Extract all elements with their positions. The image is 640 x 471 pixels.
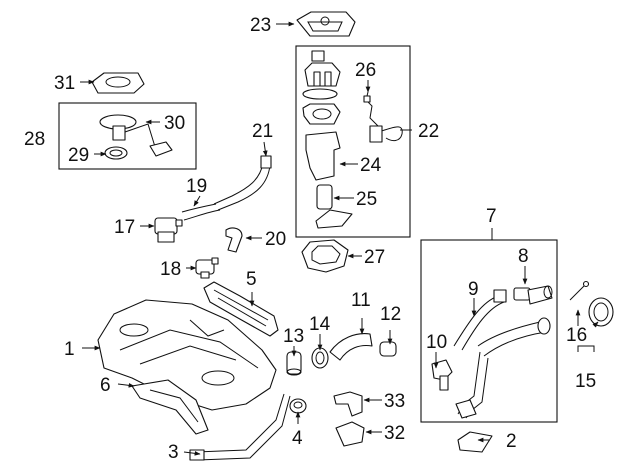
callout-labels: 1 2 3 4 5 6 7 8 9 10 11 12 13 14 15 16 1… xyxy=(24,15,596,463)
part-23-cover xyxy=(296,11,356,37)
part-2-pad xyxy=(457,431,493,453)
part-18-valve xyxy=(195,257,219,279)
callout-1: 1 xyxy=(64,339,75,360)
group-box-28 xyxy=(58,102,197,170)
part-11-hose xyxy=(329,333,373,361)
callout-5: 5 xyxy=(246,269,257,290)
part-14-clamp xyxy=(311,347,329,369)
callout-22: 22 xyxy=(418,121,439,142)
callout-25: 25 xyxy=(356,189,377,210)
part-22-pump-module xyxy=(302,50,353,229)
part-32-module xyxy=(335,421,365,447)
part-6-shield xyxy=(131,379,209,435)
callout-20: 20 xyxy=(265,229,286,250)
callout-19: 19 xyxy=(186,176,207,197)
part-1-tank xyxy=(97,299,277,411)
leader-lines xyxy=(80,21,599,456)
part-21-vent-pipe xyxy=(213,155,272,211)
group-box-22 xyxy=(295,45,411,238)
part-16-tether xyxy=(569,280,590,301)
part-17-valve xyxy=(154,217,183,243)
part-19-hose xyxy=(181,203,221,221)
part-8-cap-housing xyxy=(513,285,553,305)
part-9-filler-pipe xyxy=(453,289,507,351)
part-12-clamp xyxy=(379,341,397,357)
part-5-shield xyxy=(203,281,279,337)
part-4-grommet xyxy=(289,398,307,414)
callout-9: 9 xyxy=(468,279,479,300)
callout-26: 26 xyxy=(355,60,376,81)
callout-21: 21 xyxy=(252,121,273,142)
part-29-ring-inner xyxy=(109,149,123,157)
callout-12: 12 xyxy=(380,304,401,325)
fuel-cap xyxy=(588,297,614,327)
callout-24: 24 xyxy=(360,155,382,176)
part-20-hose xyxy=(225,227,243,253)
callout-2: 2 xyxy=(506,431,517,452)
group-box-7 xyxy=(420,239,558,423)
callout-28: 28 xyxy=(24,129,45,150)
callout-30: 30 xyxy=(164,113,185,134)
callout-6: 6 xyxy=(100,375,111,396)
callout-29: 29 xyxy=(68,145,89,166)
callout-7: 7 xyxy=(486,206,497,227)
callout-17: 17 xyxy=(114,217,135,238)
callout-32: 32 xyxy=(384,423,405,444)
part-31-cover xyxy=(91,72,145,94)
part-27-gasket xyxy=(301,239,349,273)
callout-4: 4 xyxy=(292,428,303,449)
callout-23: 23 xyxy=(250,15,271,36)
callout-3: 3 xyxy=(168,442,179,463)
callout-16: 16 xyxy=(566,325,587,346)
part-10-valve xyxy=(431,359,453,391)
callout-8: 8 xyxy=(518,246,529,267)
callout-33: 33 xyxy=(384,391,405,412)
part-29-ring xyxy=(104,146,128,160)
callout-15: 15 xyxy=(575,371,596,392)
part-30-sender xyxy=(99,114,173,157)
part-7-filler-neck xyxy=(455,317,551,419)
callout-11: 11 xyxy=(351,290,371,311)
callout-18: 18 xyxy=(160,259,181,280)
callout-14: 14 xyxy=(309,314,331,335)
callout-27: 27 xyxy=(364,247,385,268)
callout-31: 31 xyxy=(54,73,75,94)
callout-10: 10 xyxy=(426,332,447,353)
callout-13: 13 xyxy=(283,326,304,347)
part-33-bracket xyxy=(333,391,363,417)
part-26-harness xyxy=(363,91,403,143)
